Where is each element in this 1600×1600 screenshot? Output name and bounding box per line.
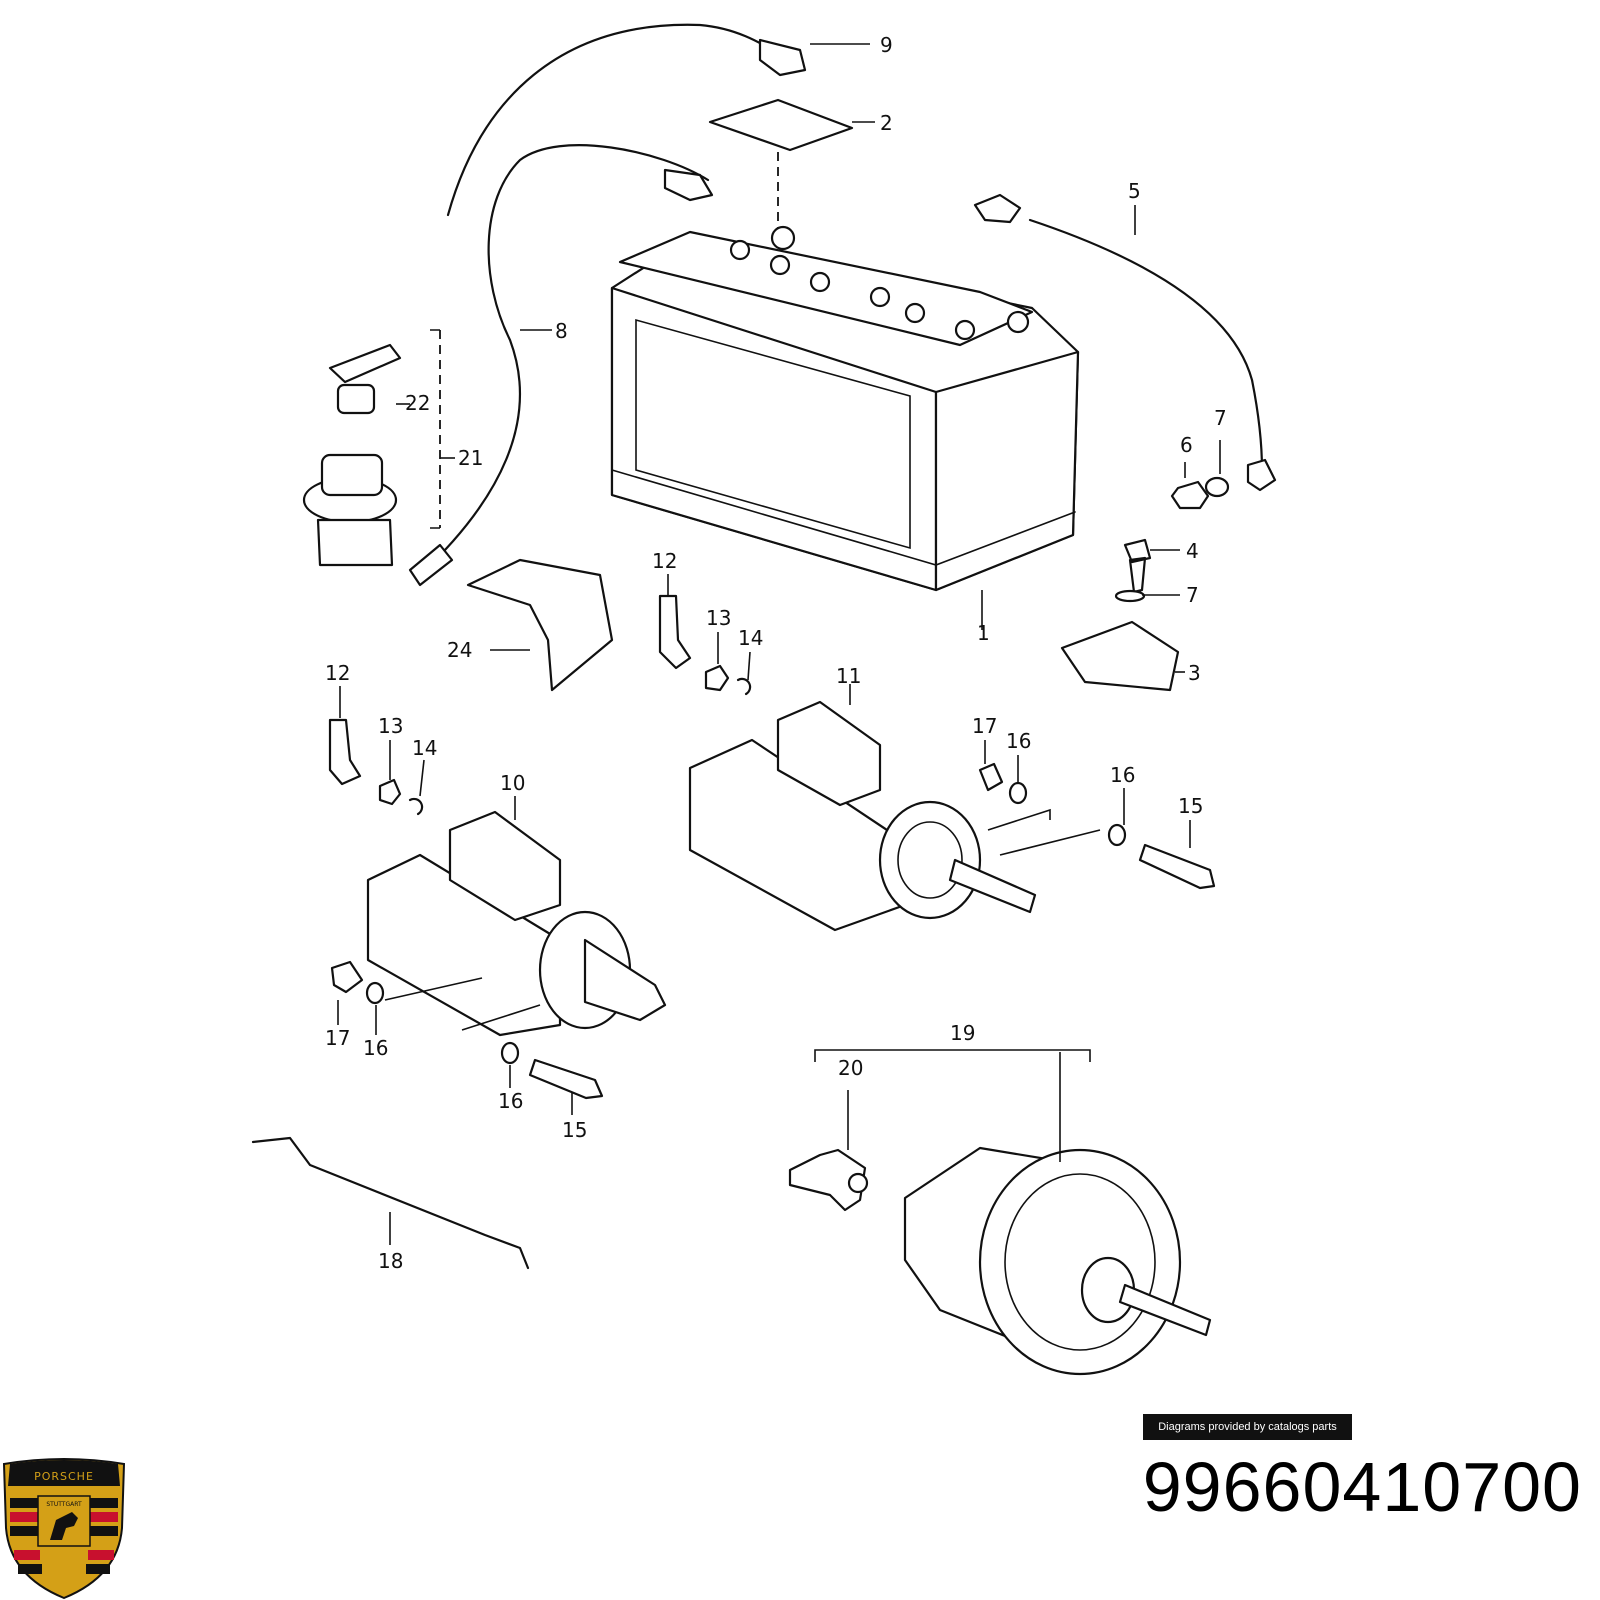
svg-text:STUTTGART: STUTTGART <box>46 1501 82 1508</box>
ground-strap <box>251 1136 530 1270</box>
washer <box>1204 476 1230 498</box>
callout-1: 1 <box>977 621 990 645</box>
protective-cover <box>466 558 614 692</box>
callout-19: 19 <box>950 1021 975 1045</box>
starter-motor <box>366 810 667 1037</box>
callout-22: 22 <box>405 391 430 415</box>
callout-4: 4 <box>1186 539 1199 563</box>
callout-3: 3 <box>1188 661 1201 685</box>
positive-cable <box>1028 218 1264 472</box>
callout-15: 15 <box>1178 794 1203 818</box>
bolt <box>1138 843 1216 890</box>
porsche-crest-logo: PORSCHE STUTTGART <box>2 1458 126 1600</box>
callout-9: 9 <box>880 33 893 57</box>
callout-13: 13 <box>706 606 731 630</box>
callout-16: 16 <box>498 1089 523 1113</box>
callout-20: 20 <box>838 1056 863 1080</box>
starter-cable <box>418 144 710 577</box>
callout-13: 13 <box>378 714 403 738</box>
callout-12: 12 <box>652 549 677 573</box>
callout-11: 11 <box>836 664 861 688</box>
starter-motor <box>688 700 1037 932</box>
callout-24: 24 <box>447 638 472 662</box>
callout-16: 16 <box>363 1036 388 1060</box>
callout-16: 16 <box>1110 763 1135 787</box>
callout-7: 7 <box>1214 406 1227 430</box>
callout-5: 5 <box>1128 179 1141 203</box>
callout-21: 21 <box>458 446 483 470</box>
credit-badge: Diagrams provided by catalogs parts <box>1143 1414 1352 1440</box>
callout-14: 14 <box>738 626 763 650</box>
callout-16: 16 <box>1006 729 1031 753</box>
callout-7: 7 <box>1186 583 1199 607</box>
bolt <box>1123 538 1152 594</box>
part-number: 99660410700 <box>1142 1448 1582 1526</box>
callout-10: 10 <box>500 771 525 795</box>
hold-down-clamp <box>1060 620 1180 692</box>
terminal-cover <box>708 98 854 152</box>
ground-cable <box>446 23 782 217</box>
alternator <box>903 1146 1212 1376</box>
cable-lug <box>328 718 362 786</box>
callout-17: 17 <box>972 714 997 738</box>
cable-lug <box>658 594 692 670</box>
callout-15: 15 <box>562 1118 587 1142</box>
svg-text:PORSCHE: PORSCHE <box>34 1470 94 1483</box>
callout-12: 12 <box>325 661 350 685</box>
battery <box>610 225 1080 592</box>
voltage-regulator <box>788 1148 869 1212</box>
callout-17: 17 <box>325 1026 350 1050</box>
bolt <box>528 1058 604 1100</box>
callout-6: 6 <box>1180 433 1193 457</box>
callout-14: 14 <box>412 736 437 760</box>
callout-18: 18 <box>378 1249 403 1273</box>
washer <box>1114 589 1146 603</box>
callout-8: 8 <box>555 319 568 343</box>
callout-2: 2 <box>880 111 893 135</box>
battery-main-switch <box>302 343 402 567</box>
nut <box>1170 480 1210 510</box>
